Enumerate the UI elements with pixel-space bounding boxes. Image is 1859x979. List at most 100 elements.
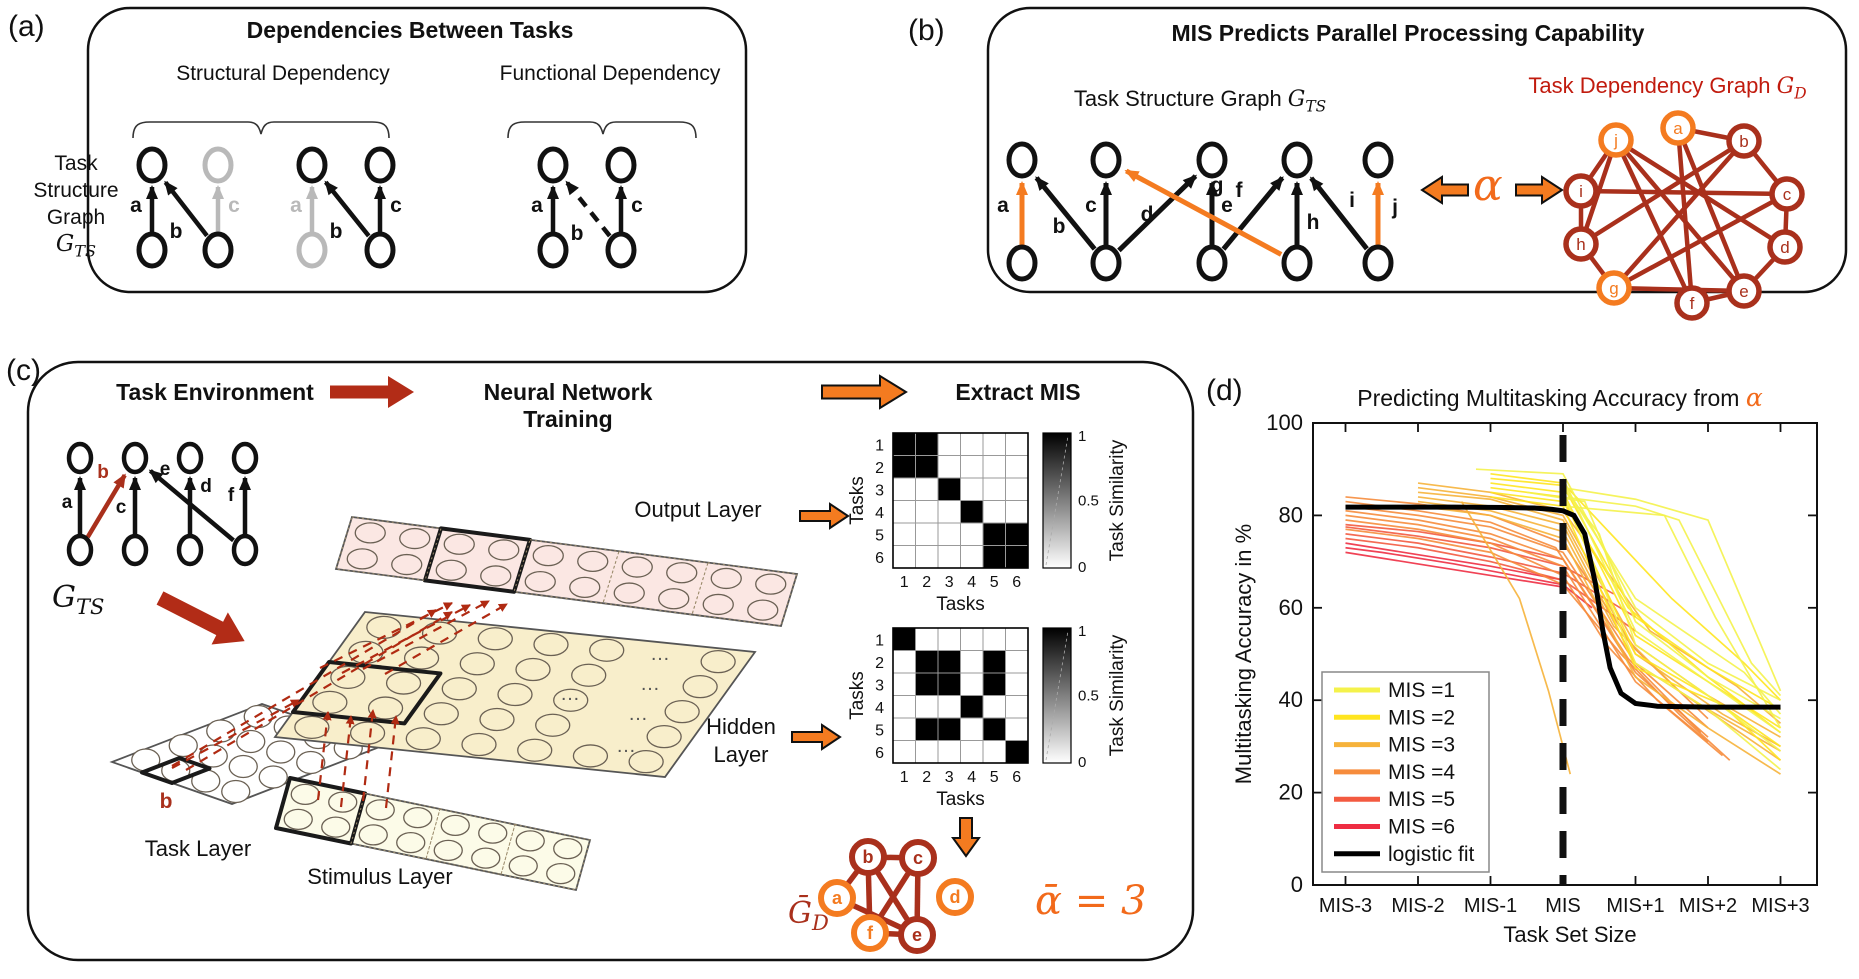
gd-small-node-d (936, 878, 974, 916)
hidden-similarity-cell (1005, 672, 1029, 696)
training-dashed-arrow (171, 609, 437, 767)
output-similarity-ytick: 2 (875, 460, 884, 477)
hidden-layer-unit (589, 638, 625, 662)
output-similarity-cell (960, 522, 984, 546)
task-layer-unit (221, 779, 251, 804)
hidden-layer-ellipsis: … (650, 643, 670, 665)
panel-c-edge-label-a: a (62, 492, 73, 513)
output-similarity-cell (1005, 522, 1029, 546)
output-similarity-cell (960, 432, 984, 456)
panel-a-node (296, 146, 328, 184)
panel-c-edge-label-d: d (200, 476, 212, 497)
panel-b-edge-label-h: h (1307, 211, 1320, 234)
stimulus-layer-unit (508, 855, 538, 877)
legend-label: logistic fit (1388, 843, 1475, 866)
panel-b-edge-label-c: c (1085, 194, 1097, 217)
panel-b-edge-g (1124, 168, 1283, 257)
task-layer-unit (243, 704, 273, 729)
gd-small-node-label-e: e (912, 925, 922, 945)
hidden-similarity-cell (892, 695, 916, 719)
gd-node-b (1726, 123, 1762, 159)
stimulus-layer-unit (290, 783, 320, 806)
output-similarity-cell (937, 545, 961, 569)
hidden-similarity-cbar-label: Task Similarity (1107, 634, 1128, 756)
hidden-layer-ellipsis: … (560, 683, 580, 705)
hidden-similarity-cell (1005, 717, 1029, 741)
panel-b-edge-i (1309, 176, 1369, 251)
output-similarity-cell (1005, 477, 1029, 501)
panel-a-edge-label-c: c (228, 194, 240, 217)
hidden-similarity-cell (960, 717, 984, 741)
y-axis-label: Multitasking Accuracy in % (1231, 524, 1256, 784)
stimulus-layer-unit (396, 831, 426, 854)
panel-a-node (537, 146, 569, 184)
output-layer-unit (524, 571, 556, 593)
panel-b-edge-d (1117, 174, 1198, 253)
panel-b-tag: (b) (908, 14, 945, 47)
output-layer-group (335, 516, 442, 581)
output-similarity-cell (1005, 455, 1029, 479)
gd-small-node-label-b: b (863, 847, 874, 867)
structural-brace (132, 121, 390, 139)
gd-edge-d-j (1614, 138, 1787, 249)
output-similarity-border (892, 432, 1029, 569)
gd-node-g (1596, 270, 1632, 306)
gd-node-label-b: b (1739, 132, 1748, 151)
gd-small-node-f (851, 914, 889, 952)
y-tick-label: 100 (1266, 410, 1303, 435)
panel-a-edge-label-c: c (631, 194, 643, 217)
hidden-similarity-xtick: 5 (990, 769, 999, 786)
panel-a-node (364, 146, 396, 184)
x-tick-label: MIS+3 (1751, 895, 1809, 917)
hidden-similarity-cell (937, 627, 961, 651)
panel-b-node-B2 (1090, 244, 1122, 282)
panel-a-edge-label-a: a (531, 194, 543, 217)
panel-c-node-B1 (66, 533, 94, 567)
stimulus-layer-unit (471, 847, 501, 869)
accuracy-line-mis5 (1345, 523, 1564, 561)
gd-node-label-i: i (1579, 182, 1583, 201)
matrix-to-gd-arrow (951, 817, 981, 858)
accuracy-line-mis6 (1345, 542, 1564, 581)
gd-edge-f-j (1613, 139, 1695, 304)
output-similarity-xtick: 5 (990, 574, 999, 591)
accuracy-line-mis1 (1562, 482, 1782, 715)
hidden-similarity-cell (982, 740, 1006, 764)
output-layer-unit (621, 556, 653, 578)
y-tick-label: 20 (1279, 780, 1303, 805)
hidden-similarity-cell (982, 672, 1006, 696)
hidden-layer-unit (553, 688, 589, 712)
output-similarity-cell (937, 432, 961, 456)
accuracy-line-mis4 (1345, 514, 1709, 743)
panel-a-node (202, 231, 234, 269)
y-tick-label: 40 (1279, 687, 1303, 712)
output-layer-group (513, 539, 620, 604)
panel-b-edge-label-j: j (1391, 196, 1398, 219)
panel-b-node-T5 (1362, 141, 1394, 179)
output-similarity-cell (960, 500, 984, 524)
hidden-layer-unit (421, 621, 458, 645)
panel-b-edge-label-e: e (1221, 194, 1233, 217)
training-to-extract-arrow (821, 374, 908, 410)
stimulus-layer-unit (515, 830, 545, 852)
functional-dependency-label: Functional Dependency (499, 62, 721, 85)
output-similarity-cell (892, 522, 916, 546)
gd-edge-e-j (1614, 138, 1746, 293)
task-layer-unit (296, 750, 326, 775)
stimulus-layer-group (350, 793, 441, 860)
panel-b-node-B5 (1362, 244, 1394, 282)
legend-label: MIS =6 (1388, 816, 1455, 839)
hidden-layer-unit (646, 724, 682, 749)
output-layer-unit (710, 567, 742, 590)
legend-label: MIS =4 (1388, 761, 1455, 784)
panel-a-edge-label-b: b (330, 220, 343, 243)
task-environment-header: Task Environment (116, 379, 314, 405)
output-similarity-cell (960, 477, 984, 501)
hidden-layer-unit (423, 702, 459, 726)
accuracy-line-mis4 (1345, 509, 1709, 738)
hidden-layer-unit (330, 665, 366, 690)
panel-a-node (136, 231, 168, 269)
panel-a-edge-label-a: a (290, 194, 302, 217)
hidden-layer-unit (515, 657, 551, 682)
